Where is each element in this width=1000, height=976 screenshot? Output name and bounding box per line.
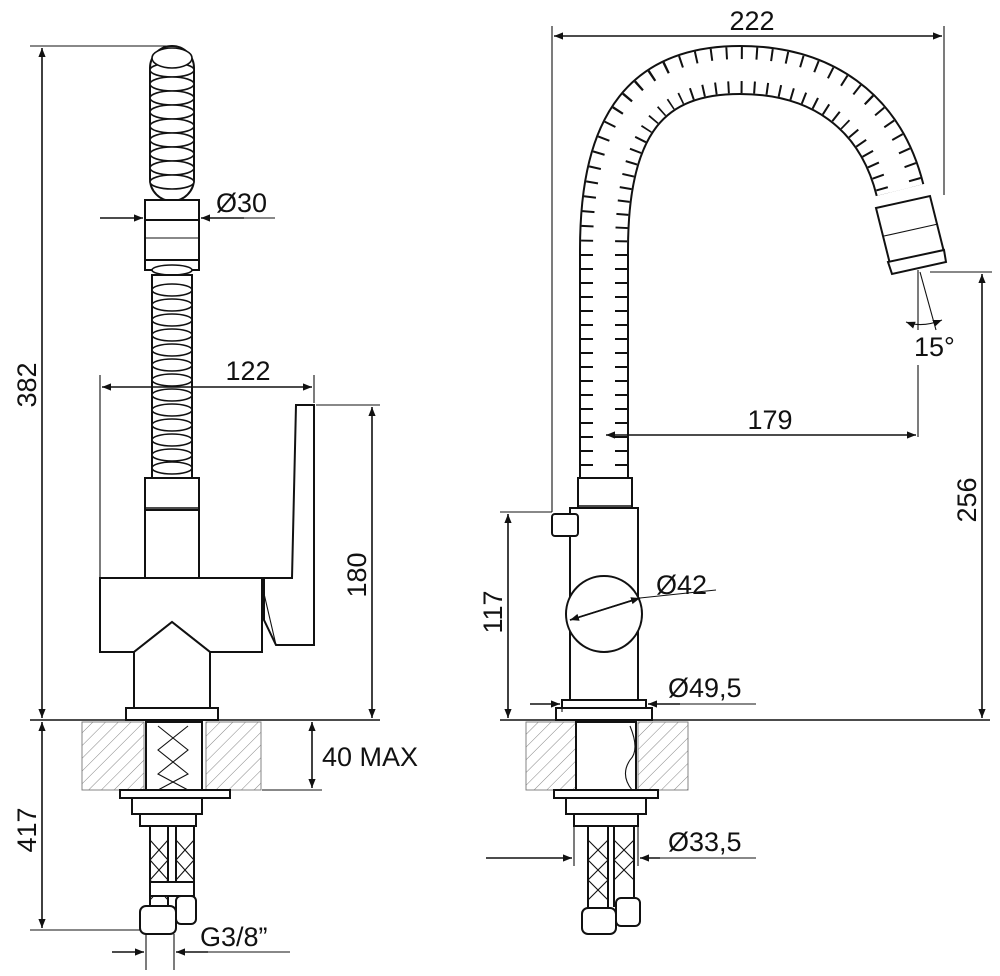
dim-diameter42-label: Ø42 [656, 570, 707, 600]
dim-spray-angle: 15° [905, 270, 955, 362]
dim-outlet-height: 256 [930, 271, 992, 718]
dim-382-label: 382 [12, 362, 42, 407]
spray-head-front [144, 199, 200, 276]
dim-417-label: 417 [12, 807, 42, 852]
faucet-body-side [551, 477, 653, 721]
dim-base-diameter: Ø49,5 [530, 673, 756, 712]
dim-256-label: 256 [952, 477, 982, 522]
dim-thread: G3/8” [112, 922, 290, 970]
spring-hose-lower [151, 274, 193, 481]
dim-122-label: 122 [225, 356, 270, 386]
side-view: 222 15° 179 256 117 [478, 6, 992, 935]
dim-handle-width: 122 [99, 356, 315, 578]
spring-hose-curved [579, 44, 925, 480]
front-view: 382 Ø30 122 180 40 MAX [12, 45, 418, 970]
dim-222-label: 222 [729, 6, 774, 36]
dim-outlet-reach: 179 [606, 365, 919, 439]
dim-diameter30-label: Ø30 [216, 188, 267, 218]
dim-height-total: 382 [12, 45, 172, 718]
dim-15deg-label: 15° [914, 332, 955, 362]
counter-section-side-right [637, 721, 689, 791]
mounting-shank-front [119, 721, 231, 935]
counter-section-left [81, 721, 145, 791]
dim-handle-height: 117 [478, 511, 552, 718]
dim-diameter335-label: Ø33,5 [668, 827, 742, 857]
dim-117-label: 117 [478, 590, 508, 633]
dim-reach: 222 [551, 6, 945, 512]
faucet-body-front [99, 404, 315, 721]
handle-knob [565, 575, 643, 653]
dim-shank-diameter: Ø33,5 [486, 814, 756, 866]
dim-hose-diameter: Ø30 [100, 188, 275, 222]
dim-180-label: 180 [342, 552, 372, 597]
spring-hose-upper [149, 45, 195, 202]
spray-head-side [874, 194, 948, 276]
mounting-shank-side [553, 721, 659, 935]
dim-body-height: 180 [316, 404, 380, 718]
dim-thread-label: G3/8” [200, 922, 268, 952]
counter-section-side-left [525, 721, 577, 791]
dim-counter-thickness: 40 MAX [262, 722, 418, 791]
dim-179-label: 179 [747, 405, 792, 435]
dim-diameter495-label: Ø49,5 [668, 673, 742, 703]
dim-below-counter: 417 [12, 722, 140, 931]
dim-40max-label: 40 MAX [322, 742, 418, 772]
dim-handle-diameter: Ø42 [569, 570, 717, 621]
counter-section-right [205, 721, 262, 791]
